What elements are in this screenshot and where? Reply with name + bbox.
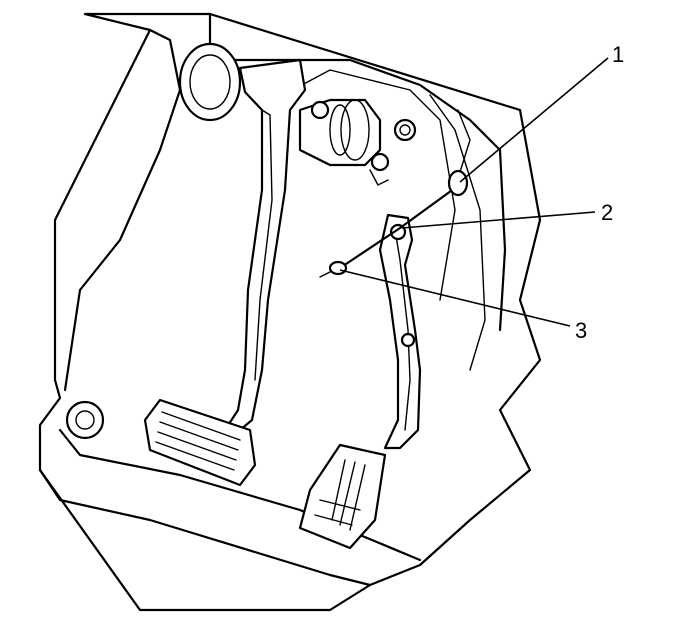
brake-pedal — [143, 58, 307, 487]
leader-1 — [459, 57, 609, 183]
callout-3: 3 — [575, 318, 587, 343]
callout-leaders — [339, 57, 609, 327]
brake-booster — [298, 98, 417, 186]
floor-bolt — [65, 400, 105, 440]
speaker-grommet — [178, 42, 242, 122]
leader-2 — [401, 211, 596, 229]
callout-labels: 1 2 3 — [575, 42, 624, 343]
callout-1: 1 — [612, 42, 624, 67]
accelerator-pedal — [298, 213, 422, 550]
callout-2: 2 — [601, 200, 613, 225]
leader-3 — [339, 269, 571, 327]
